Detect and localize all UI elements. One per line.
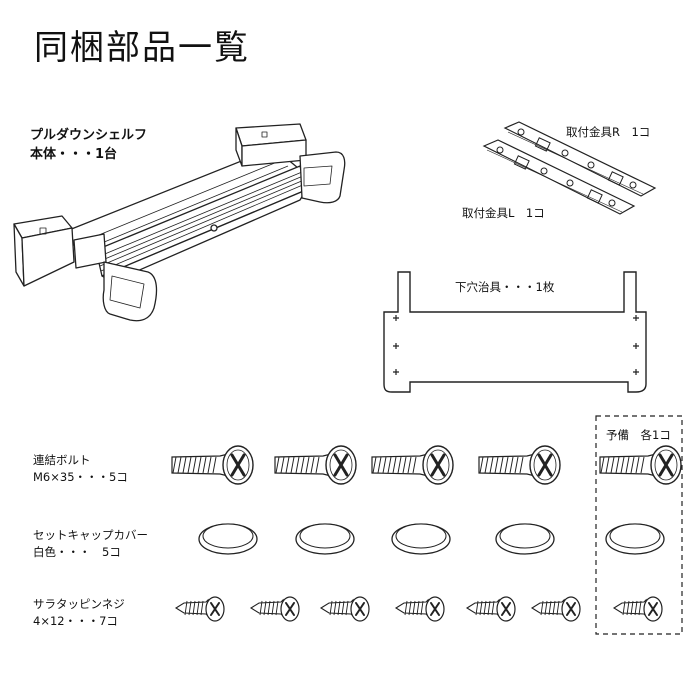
cap-name: セットキャップカバー [33, 528, 148, 542]
screw-name: サラタッピンネジ [33, 597, 125, 611]
main-unit-label: プルダウンシェルフ 本体・・・1台 [30, 126, 147, 164]
bolt-name: 連結ボルト [33, 453, 91, 467]
cap-label: セットキャップカバー 白色・・・ 5コ [33, 527, 148, 561]
bracket-l-label: 取付金具L 1コ [462, 206, 545, 220]
spare-label: 予備 各1コ [606, 428, 671, 442]
main-unit-drawing [13, 123, 346, 322]
main-unit-qty: 本体・・・1台 [30, 147, 118, 162]
main-unit-name: プルダウンシェルフ [30, 128, 148, 143]
jig-drawing [383, 271, 647, 393]
cap-row [198, 523, 665, 555]
bolt-row [170, 444, 683, 486]
page-title: 同梱部品一覧 [34, 28, 250, 68]
bolt-label: 連結ボルト M6×35・・・5コ [33, 452, 128, 486]
screw-qty: 4×12・・・7コ [33, 614, 118, 628]
screw-row [175, 596, 663, 622]
jig-label: 下穴治具・・・1枚 [455, 280, 555, 294]
cap-qty: 白色・・・ 5コ [33, 545, 121, 559]
bracket-r-label: 取付金具R 1コ [566, 125, 651, 139]
bolt-qty: M6×35・・・5コ [33, 470, 128, 484]
spare-box [595, 415, 683, 635]
screw-label: サラタッピンネジ 4×12・・・7コ [33, 596, 125, 630]
